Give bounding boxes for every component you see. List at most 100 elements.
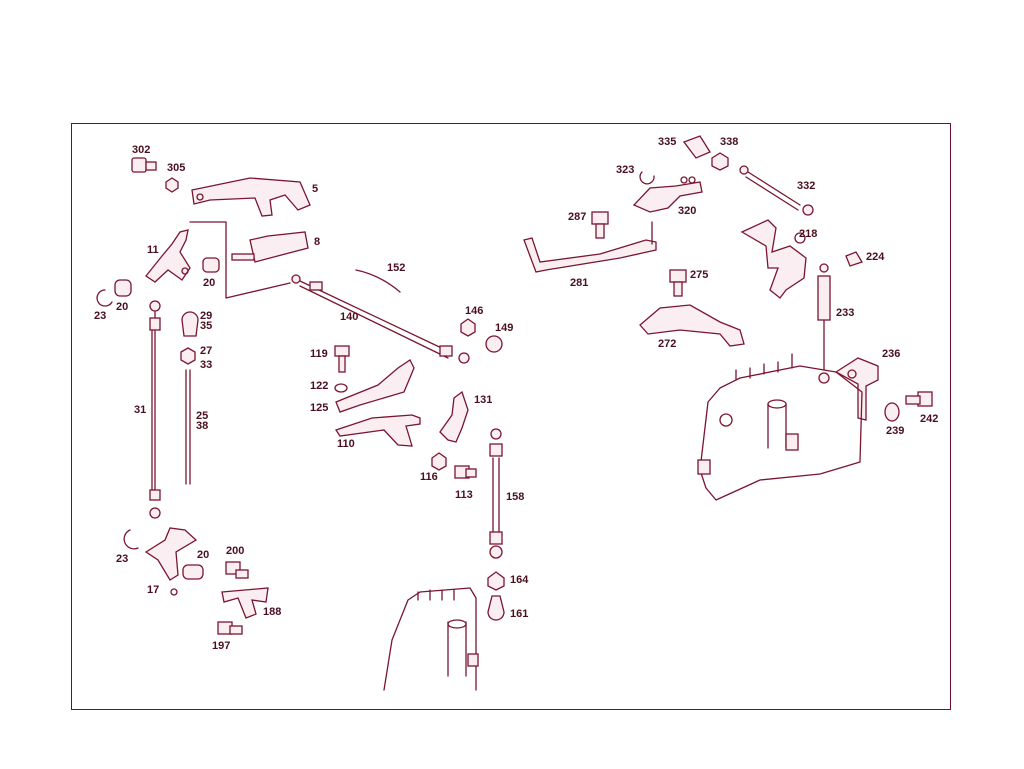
part-122-washer — [334, 383, 348, 393]
part-23-clip — [96, 289, 113, 307]
callout-122: 122 — [310, 380, 329, 392]
part-20-bushing-2 — [114, 279, 132, 297]
callout-8: 8 — [314, 236, 321, 248]
callout-11: 11 — [147, 244, 159, 256]
part-119-bolt — [334, 345, 350, 373]
part-110-plate — [334, 414, 421, 447]
part-149-ball — [485, 335, 503, 353]
callout-281: 281 — [570, 277, 589, 289]
part-146-nut — [460, 318, 476, 337]
callout-23: 23 — [94, 310, 107, 322]
injection-pump-right — [697, 353, 863, 501]
part-287-bolt — [591, 211, 609, 239]
part-320-lever — [632, 176, 703, 213]
callout-218: 218 — [799, 228, 818, 240]
callout-197: 197 — [212, 640, 231, 652]
part-20-bushing-3 — [182, 564, 204, 580]
part-11-lever — [145, 229, 191, 283]
part-338-nut — [711, 152, 729, 171]
callout-131: 131 — [474, 394, 493, 406]
callout-149: 149 — [495, 322, 514, 334]
callout-27: 27 — [200, 345, 213, 357]
part-242-bolt — [905, 391, 933, 407]
part-197-bolt — [217, 621, 243, 635]
callout-5: 5 — [312, 183, 319, 195]
callout-323: 323 — [616, 164, 635, 176]
callout-188: 188 — [263, 606, 282, 618]
part-152-hose — [355, 269, 401, 293]
part-131-lever — [439, 390, 469, 443]
callout-335: 335 — [658, 136, 677, 148]
part-188-bracket — [221, 587, 269, 619]
part-5-bracket — [191, 177, 311, 217]
part-23-clip-2 — [123, 529, 139, 550]
callout-338: 338 — [720, 136, 739, 148]
callout-23-b: 23 — [116, 553, 129, 565]
callout-275: 275 — [690, 269, 709, 281]
callout-31: 31 — [134, 404, 147, 416]
callout-113: 113 — [455, 489, 473, 501]
part-140-rod — [291, 274, 470, 364]
callout-140: 140 — [340, 311, 359, 323]
callout-125: 125 — [310, 402, 329, 414]
callout-20: 20 — [203, 277, 216, 289]
part-17-lever — [144, 527, 198, 596]
part-236-bracket — [834, 357, 879, 421]
callout-35: 35 — [200, 320, 213, 332]
part-8-lever — [231, 231, 309, 263]
callout-20-c: 20 — [197, 549, 210, 561]
callout-164: 164 — [510, 574, 529, 586]
callout-119: 119 — [310, 348, 328, 360]
callout-38: 38 — [196, 420, 209, 432]
part-281-bracket — [523, 221, 657, 273]
callout-272: 272 — [658, 338, 677, 350]
part-158-rod — [489, 428, 503, 559]
diagram-frame — [71, 123, 951, 710]
callout-161: 161 — [510, 608, 529, 620]
callout-158: 158 — [506, 491, 525, 503]
leader-line-group — [189, 221, 291, 299]
part-200-bolt — [225, 561, 249, 579]
callout-239: 239 — [886, 425, 905, 437]
callout-33: 33 — [200, 359, 213, 371]
callout-224: 224 — [866, 251, 885, 263]
callout-287: 287 — [568, 211, 587, 223]
part-233-strut — [817, 263, 831, 384]
part-332-rod — [739, 165, 814, 216]
part-323-clip — [639, 171, 655, 185]
part-335-cap — [682, 135, 711, 159]
part-164-nut — [487, 571, 505, 591]
part-218-lever — [740, 219, 807, 299]
callout-116: 116 — [420, 471, 438, 483]
callout-110: 110 — [337, 438, 355, 450]
part-305-nut — [165, 177, 179, 193]
callout-152: 152 — [387, 262, 406, 274]
callout-320: 320 — [678, 205, 697, 217]
callout-332: 332 — [797, 180, 816, 192]
part-20-bushing — [202, 257, 220, 273]
callout-20-b: 20 — [116, 301, 129, 313]
callout-302: 302 — [132, 144, 151, 156]
callout-305: 305 — [167, 162, 186, 174]
part-31-rod — [149, 300, 161, 519]
part-275-bolt — [669, 269, 687, 297]
callout-25: 25 — [196, 410, 209, 422]
part-113-bolt — [454, 465, 477, 479]
part-125-bracket — [335, 359, 415, 413]
part-302-fitting — [131, 157, 157, 173]
part-29-ball-socket — [181, 311, 199, 337]
part-272-bracket — [639, 304, 745, 347]
part-25-stud — [185, 369, 191, 485]
callout-146: 146 — [465, 305, 484, 317]
callout-236: 236 — [882, 348, 901, 360]
callout-233: 233 — [836, 307, 855, 319]
part-224-clip — [845, 251, 863, 267]
part-27-nut — [180, 347, 196, 365]
callout-17: 17 — [147, 584, 160, 596]
part-116-nut — [431, 452, 447, 471]
callout-242: 242 — [920, 413, 939, 425]
injection-pump-bottom — [383, 587, 479, 691]
part-239-washer — [884, 402, 900, 422]
callout-200: 200 — [226, 545, 245, 557]
